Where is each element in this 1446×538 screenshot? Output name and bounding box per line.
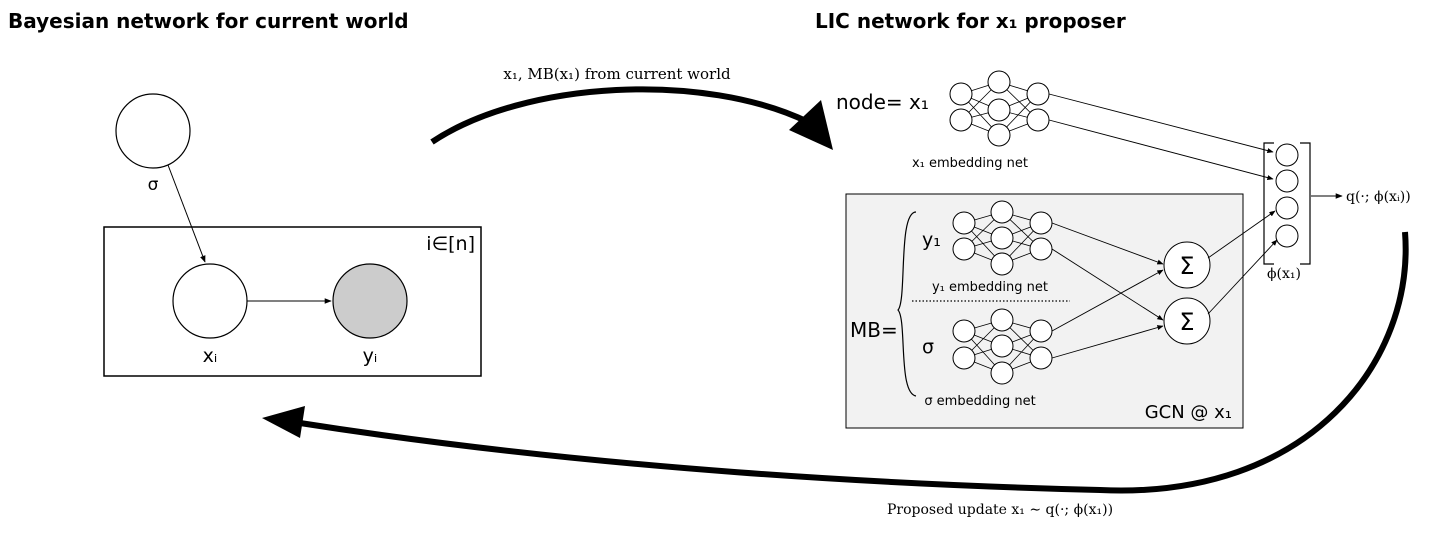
top-arrow-label: x₁, MB(x₁) from current world [503,65,731,83]
sum-node-2-label: Σ [1179,308,1194,336]
bottom-arrow [262,231,1409,494]
node-label: node= x₁ [836,90,929,114]
mb-brace [897,211,917,397]
plate-label: i∈[n] [426,233,475,255]
sum-connections [1051,222,1164,359]
y-node [332,263,408,339]
y1-embedding-net [952,200,1053,276]
sigma-embedding-net [952,308,1053,385]
plate [103,226,482,377]
gcn-label: GCN @ x₁ [1145,402,1232,423]
x-node [172,263,248,339]
phi-label: ϕ(x₁) [1267,266,1301,282]
edge-sigma-x [167,164,206,263]
right-title: LIC network for x₁ proposer [815,9,1126,33]
left-title: Bayesian network for current world [8,9,409,33]
bottom-arrow-label: Proposed update x₁ ∼ q(·; ϕ(x₁)) [887,502,1113,518]
x1-embedding-net [949,70,1050,147]
output-label: q(·; ϕ(xᵢ)) [1346,189,1411,205]
sigma-label: σ [922,336,934,358]
y-node-label: yᵢ [363,345,378,367]
sum-node-1-label: Σ [1179,252,1194,280]
sum-node-1 [1163,241,1211,289]
top-arrow [430,86,833,150]
y1-embedding-label: y₁ embedding net [932,280,1048,295]
sum-node-2 [1163,297,1211,345]
x1-embedding-label: x₁ embedding net [912,156,1028,171]
sigma-node-label: σ [148,175,159,195]
x-node-label: xᵢ [203,345,218,367]
sigma-embedding-label: σ embedding net [924,394,1035,409]
bayesian-network: σ i∈[n] xᵢ yᵢ [103,93,482,377]
phi-vector [1263,142,1311,265]
y1-label: y₁ [922,229,941,251]
mb-label: MB= [850,318,898,342]
phi-connections [1048,93,1278,315]
sigma-node [115,93,191,169]
